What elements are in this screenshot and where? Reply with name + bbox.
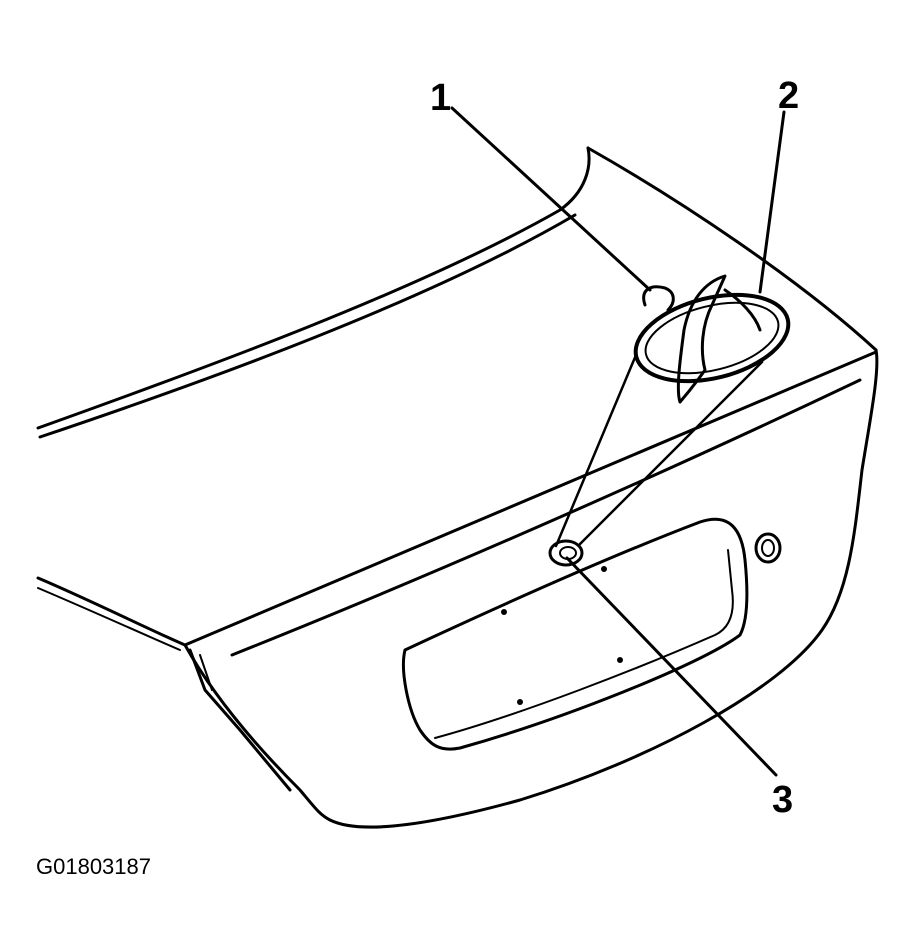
lid-left-shadow [37,587,181,651]
lid-left-corner-shade-2 [199,654,213,691]
lid-crease-upper [183,350,878,647]
emblem-logo [676,274,727,404]
leader-line-3 [565,556,778,777]
trunk-lock-cylinder [754,532,782,564]
lid-crease-lower [230,378,862,657]
leader-line-2 [758,110,786,294]
emblem-mounting-hole [548,539,584,567]
mounting-hole [517,699,523,705]
trunk-lock-cylinder-inner [761,539,775,557]
lid-left-lower-edge [36,576,332,822]
mounting-hole [501,609,507,615]
leader-line-1 [450,106,652,292]
mounting-hole [617,657,623,663]
license-plate-recess-inner [434,549,734,739]
rear-window-inner-edge [38,213,577,439]
lid-top-edge [586,146,878,352]
license-plate-recess [401,517,749,751]
emblem-fastener [642,285,675,312]
emblem-oval [633,292,791,384]
explode-line-left [554,353,638,548]
lid-left-corner-shade [188,648,292,792]
rear-window-edge [36,146,591,430]
callout-label-2: 2 [778,75,799,117]
explode-line-right [578,360,764,546]
emblem-oval-inner [644,301,780,375]
trunk-lid-drawing [36,146,879,829]
emblem-logo-stroke [723,288,762,332]
callout-leaders [450,106,786,777]
lid-right-edge [328,348,879,829]
figure-code: G01803187 [36,854,151,879]
callout-label-1: 1 [430,77,451,119]
mounting-hole [601,566,607,572]
callout-label-3: 3 [772,779,793,821]
